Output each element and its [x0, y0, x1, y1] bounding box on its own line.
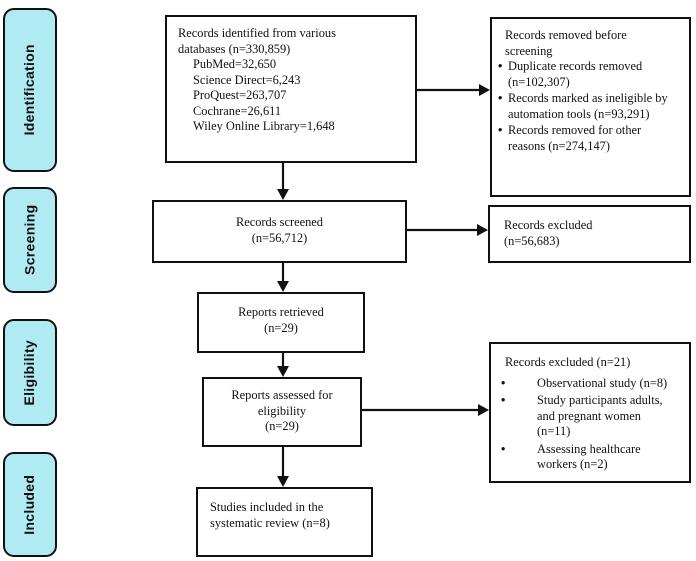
bullet-item: Observational study (n=8): [501, 376, 677, 392]
stage-eligibility-label: Eligibility: [21, 339, 38, 406]
records-identified-title-line2: databases (n=330,859): [178, 41, 291, 56]
arrow-screened-to-retrieved: [277, 263, 289, 292]
records-excluded-eligibility-title: Records excluded (n=21): [505, 355, 631, 369]
arrow-assessed-to-included: [277, 447, 289, 487]
reports-retrieved-line1: Reports retrieved: [238, 305, 324, 319]
reports-retrieved-count: (n=29): [264, 320, 298, 335]
stage-included: Included: [3, 452, 57, 557]
box-reports-retrieved: Reports retrieved (n=29): [197, 292, 365, 353]
stage-identification: Identification: [3, 8, 57, 172]
stage-identification-label: Identification: [21, 44, 38, 136]
records-screened-count: (n=56,712): [251, 230, 308, 245]
stage-eligibility: Eligibility: [3, 319, 57, 426]
bullet-item: Study participants adults, and pregnant …: [501, 393, 677, 440]
database-count: ProQuest=263,707: [193, 88, 287, 102]
box-records-screened: Records screened (n=56,712): [152, 200, 407, 263]
stage-screening-label: Screening: [21, 204, 38, 276]
studies-included-line1: Studies included in the: [210, 500, 324, 514]
arrow-identified-to-screened: [277, 163, 289, 200]
records-excluded-count: (n=56,683): [504, 233, 560, 248]
records-identified-title-line1: Records identified from various: [178, 26, 336, 40]
arrow-retrieved-to-assessed: [277, 353, 289, 377]
database-count: Science Direct=6,243: [193, 72, 301, 87]
records-excluded-line1: Records excluded: [504, 218, 593, 232]
database-count: Wiley Online Library=1,648: [193, 119, 335, 133]
bullet-item: Assessing healthcare workers (n=2): [501, 442, 677, 473]
box-records-excluded-screening: Records excluded (n=56,683): [488, 205, 691, 263]
reports-assessed-line1: Reports assessed for: [231, 388, 333, 402]
database-count: PubMed=32,650: [193, 57, 277, 71]
arrow-assessed-to-excluded: [362, 404, 489, 416]
bullet-item: Records marked as ineligible by automati…: [498, 91, 675, 122]
box-reports-assessed: Reports assessed for eligibility (n=29): [202, 377, 362, 447]
reports-assessed-line2: eligibility: [257, 403, 307, 418]
stage-screening: Screening: [3, 187, 57, 293]
records-screened-line1: Records screened: [235, 215, 324, 229]
box-records-removed: Records removed before screening Duplica…: [490, 17, 691, 197]
box-records-excluded-eligibility: Records excluded (n=21) Observational st…: [489, 342, 691, 483]
arrow-screened-to-excluded: [407, 224, 488, 236]
studies-included-line2: systematic review (n=8): [210, 515, 330, 530]
records-removed-title: Records removed before screening: [505, 28, 627, 58]
box-records-identified: Records identified from various database…: [165, 15, 417, 163]
bullet-item: Duplicate records removed (n=102,307): [498, 59, 675, 90]
stage-included-label: Included: [21, 474, 38, 535]
database-count: Cochrane=26,611: [193, 103, 282, 118]
bullet-item: Records removed for other reasons (n=274…: [498, 123, 675, 154]
reports-assessed-count: (n=29): [265, 419, 299, 433]
box-studies-included: Studies included in the systematic revie…: [196, 487, 373, 557]
arrow-identified-to-removed: [417, 84, 490, 96]
